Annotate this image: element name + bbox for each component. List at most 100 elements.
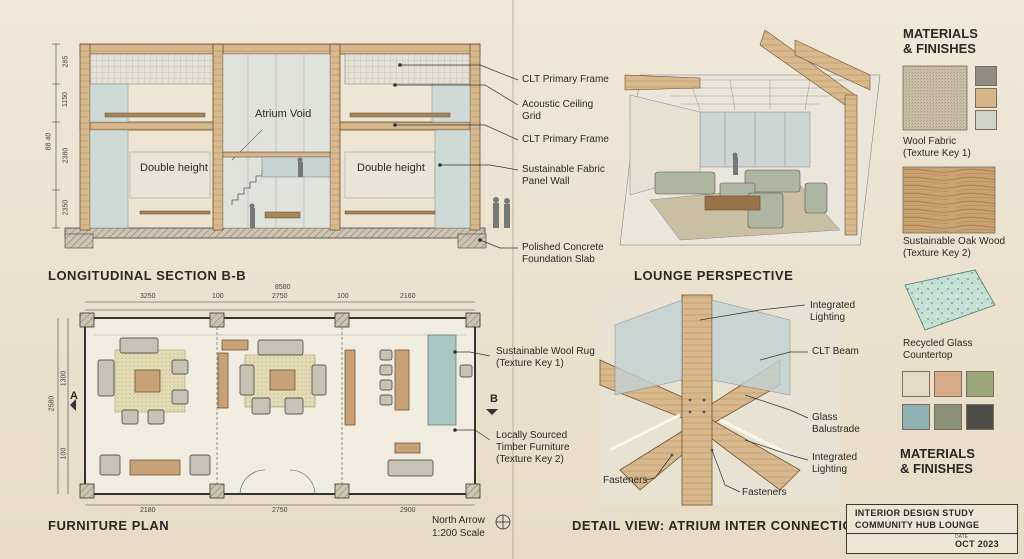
title-block-date-caption: DATE bbox=[955, 534, 968, 540]
foundation-slab bbox=[64, 227, 486, 239]
plan-dim: 2900 bbox=[400, 507, 416, 514]
oak-wood-name: Sustainable Oak Wood bbox=[903, 236, 1006, 247]
plan-dim: 2180 bbox=[140, 507, 156, 514]
materials-board bbox=[902, 65, 996, 331]
perspective-title: LOUNGE PERSPECTIVE bbox=[634, 268, 794, 283]
palette-swatch bbox=[934, 371, 962, 397]
fabric-panel-right bbox=[344, 151, 436, 199]
section-dim: 285 bbox=[62, 55, 70, 68]
callout-wool-rug: Sustainable Wool Rug (Texture Key 1) bbox=[496, 346, 595, 369]
sofa bbox=[119, 337, 159, 354]
callout-lighting: Integrated Lighting bbox=[810, 300, 856, 323]
callout-clt-beam: CLT Beam bbox=[812, 346, 859, 357]
acoustic-grid-left bbox=[89, 53, 216, 85]
plan-dim: 100 bbox=[60, 447, 68, 460]
column bbox=[79, 43, 91, 231]
perspective-column bbox=[844, 94, 858, 236]
acoustic-grid-right bbox=[344, 53, 471, 85]
palette-swatch bbox=[934, 404, 962, 430]
fabric-panel-left bbox=[129, 151, 211, 199]
palette-swatch bbox=[966, 404, 994, 430]
plan-dim: 2160 bbox=[400, 293, 416, 300]
plan-dim: 100 bbox=[337, 293, 349, 300]
plan-dim: 2750 bbox=[272, 293, 288, 300]
glass-balustrade bbox=[261, 156, 331, 178]
title-block-line1: INTERIOR DESIGN STUDY bbox=[855, 508, 975, 518]
glass-balustrade bbox=[614, 299, 683, 396]
integrated-lighting bbox=[719, 418, 791, 457]
recycled-glass-key: Countertop bbox=[903, 350, 953, 361]
wool-fabric-key: (Texture Key 1) bbox=[903, 148, 971, 159]
coffee-table bbox=[134, 369, 161, 393]
oak-wood-label: Sustainable Oak Wood (Texture Key 2) bbox=[903, 236, 1005, 260]
double-height-label-right: Double height bbox=[357, 162, 425, 174]
roof-slab bbox=[79, 43, 481, 55]
section-dim: 2350 bbox=[62, 199, 70, 216]
materials-title-top: MATERIALS & FINISHES bbox=[903, 26, 978, 56]
section-title: LONGITUDINAL SECTION B-B bbox=[48, 268, 247, 283]
atrium-void-space bbox=[222, 53, 331, 229]
furniture-plan bbox=[57, 301, 511, 530]
callout-lighting-2: Integrated Lighting bbox=[812, 452, 858, 475]
sheet-fold-line bbox=[512, 0, 514, 559]
callout-timber-furniture: Locally Sourced Timber Furniture (Textur… bbox=[496, 430, 570, 465]
door-swing bbox=[289, 469, 316, 495]
palette-swatch bbox=[902, 404, 930, 430]
materials-title-line: MATERIALS bbox=[900, 446, 975, 461]
callout-fabric-wall: Sustainable Fabric Panel Wall bbox=[522, 164, 605, 187]
detail-title: DETAIL VIEW: ATRIUM INTER CONNECTION bbox=[572, 518, 863, 533]
integrated-lighting bbox=[609, 413, 681, 452]
callout-fasteners: Fasteners bbox=[603, 475, 648, 486]
title-block-date: OCT 2023 bbox=[955, 539, 999, 549]
column bbox=[469, 43, 481, 231]
atrium-label: Atrium Void bbox=[255, 108, 312, 120]
coffee-table bbox=[704, 195, 761, 211]
double-height-label-left: Double height bbox=[140, 162, 208, 174]
plan-dim: 3250 bbox=[140, 293, 156, 300]
plan-overall-dim: 8580 bbox=[275, 284, 291, 291]
wool-fabric-swatch bbox=[902, 65, 968, 131]
wool-fabric-name: Wool Fabric bbox=[903, 136, 957, 147]
section-marker-a: A bbox=[70, 390, 78, 402]
palette-swatch bbox=[902, 371, 930, 397]
title-block: INTERIOR DESIGN STUDY COMMUNITY HUB LOUN… bbox=[846, 504, 1018, 554]
section-dim: 2380 bbox=[62, 147, 70, 164]
plan-dim: 2750 bbox=[272, 507, 288, 514]
glass-counter bbox=[427, 334, 457, 426]
palette-swatch bbox=[966, 371, 994, 397]
lounge-perspective bbox=[619, 29, 881, 246]
column bbox=[329, 43, 341, 231]
callout-fasteners-2: Fasteners bbox=[742, 487, 787, 498]
section-drawing bbox=[52, 43, 519, 249]
north-arrow-label: North Arrow bbox=[432, 515, 485, 526]
plan-dim: 1300 bbox=[60, 370, 68, 387]
small-swatch bbox=[975, 88, 997, 108]
scale-figures bbox=[249, 157, 510, 228]
callout-acoustic-grid: Acoustic Ceiling Grid bbox=[522, 99, 594, 122]
materials-title-line: MATERIALS bbox=[903, 26, 978, 41]
small-swatch bbox=[975, 66, 997, 86]
sofa bbox=[654, 171, 716, 195]
coffee-table bbox=[269, 369, 296, 391]
mezzanine-left bbox=[79, 121, 221, 131]
oak-wood-swatch bbox=[902, 166, 996, 234]
callout-glass-balustrade: Glass Balustrade bbox=[812, 412, 860, 435]
plan-dim: 100 bbox=[212, 293, 224, 300]
atrium-bridge bbox=[222, 151, 331, 158]
counter bbox=[394, 349, 410, 411]
column bbox=[212, 43, 224, 231]
bench bbox=[129, 459, 181, 476]
callout-concrete-slab: Polished Concrete Foundation Slab bbox=[522, 242, 604, 265]
materials-title-bottom: MATERIALS & FINISHES bbox=[900, 446, 975, 476]
materials-title-line: & FINISHES bbox=[900, 461, 973, 476]
section-arrow-b bbox=[486, 409, 498, 415]
side-glazing bbox=[89, 129, 129, 229]
sideboard bbox=[344, 349, 356, 426]
section-dim: 88 40 bbox=[45, 132, 53, 151]
callout-clt-frame: CLT Primary Frame bbox=[522, 74, 609, 85]
mezzanine-right bbox=[339, 121, 481, 131]
section-dim: 1150 bbox=[62, 91, 70, 108]
plan-title: FURNITURE PLAN bbox=[48, 518, 170, 533]
sofa bbox=[744, 169, 801, 193]
